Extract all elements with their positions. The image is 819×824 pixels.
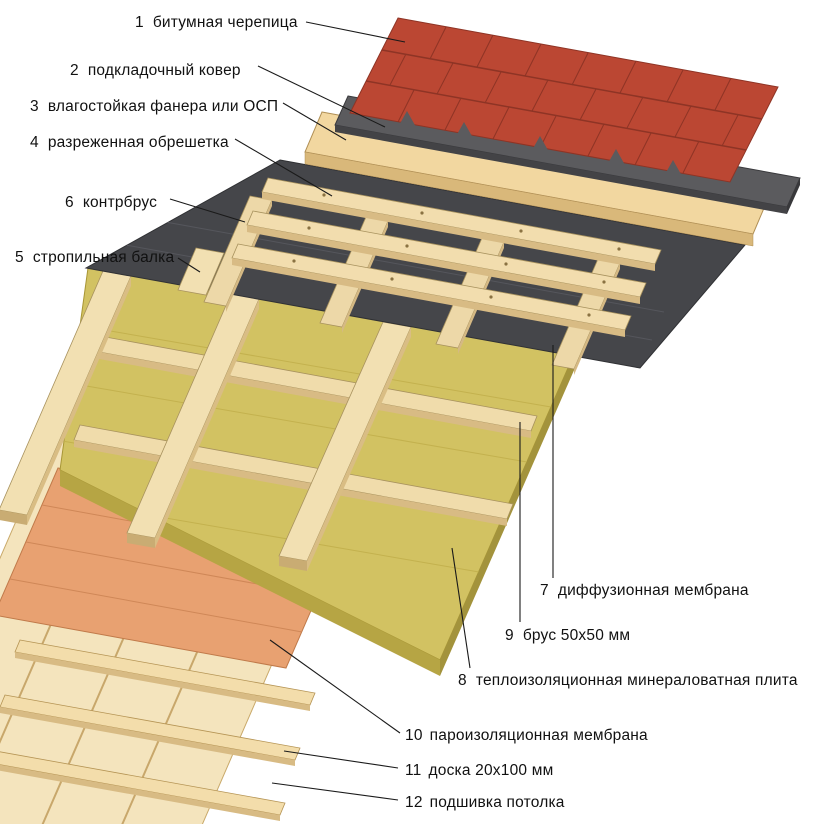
board-edge bbox=[0, 764, 280, 821]
rafters-layer bbox=[0, 270, 412, 571]
rafter-end-peek bbox=[177, 247, 225, 296]
lathing-layer bbox=[231, 177, 662, 337]
leader-line-10 bbox=[269, 639, 401, 734]
leader-line-4 bbox=[234, 138, 333, 197]
lathing-nails bbox=[292, 193, 621, 317]
leader-lines bbox=[169, 21, 554, 801]
rafter-top-end bbox=[177, 247, 225, 296]
board-edge bbox=[15, 652, 310, 711]
leader-line-12 bbox=[271, 782, 399, 801]
plywood-front-face bbox=[304, 151, 754, 247]
underlayment-right-face bbox=[787, 178, 800, 214]
lathing-edge bbox=[247, 225, 640, 304]
shingle-tab-lines bbox=[389, 26, 739, 174]
leader-line-6 bbox=[169, 198, 246, 223]
leader-line-2 bbox=[257, 65, 386, 128]
rafter-end bbox=[127, 533, 155, 548]
ceiling-boards-layer bbox=[0, 639, 316, 821]
board-edge bbox=[0, 707, 295, 766]
shingles-layer bbox=[349, 17, 779, 183]
rafter-end bbox=[0, 510, 27, 525]
leader-line-1 bbox=[305, 21, 406, 43]
lathing-edge bbox=[262, 192, 655, 271]
leader-line-3 bbox=[282, 102, 347, 141]
underlayment-front-face bbox=[335, 125, 787, 214]
rafter-side bbox=[27, 276, 131, 525]
rafter-end bbox=[279, 556, 307, 571]
shingle-tab-notches bbox=[398, 111, 682, 176]
rafter-side bbox=[155, 299, 259, 548]
leader-line-11 bbox=[283, 750, 399, 769]
lathing-edge bbox=[232, 258, 625, 337]
leader-line-8 bbox=[451, 547, 471, 669]
leader-line-5 bbox=[177, 257, 201, 273]
rafter-side bbox=[307, 327, 411, 571]
insulation-texture bbox=[60, 322, 552, 573]
